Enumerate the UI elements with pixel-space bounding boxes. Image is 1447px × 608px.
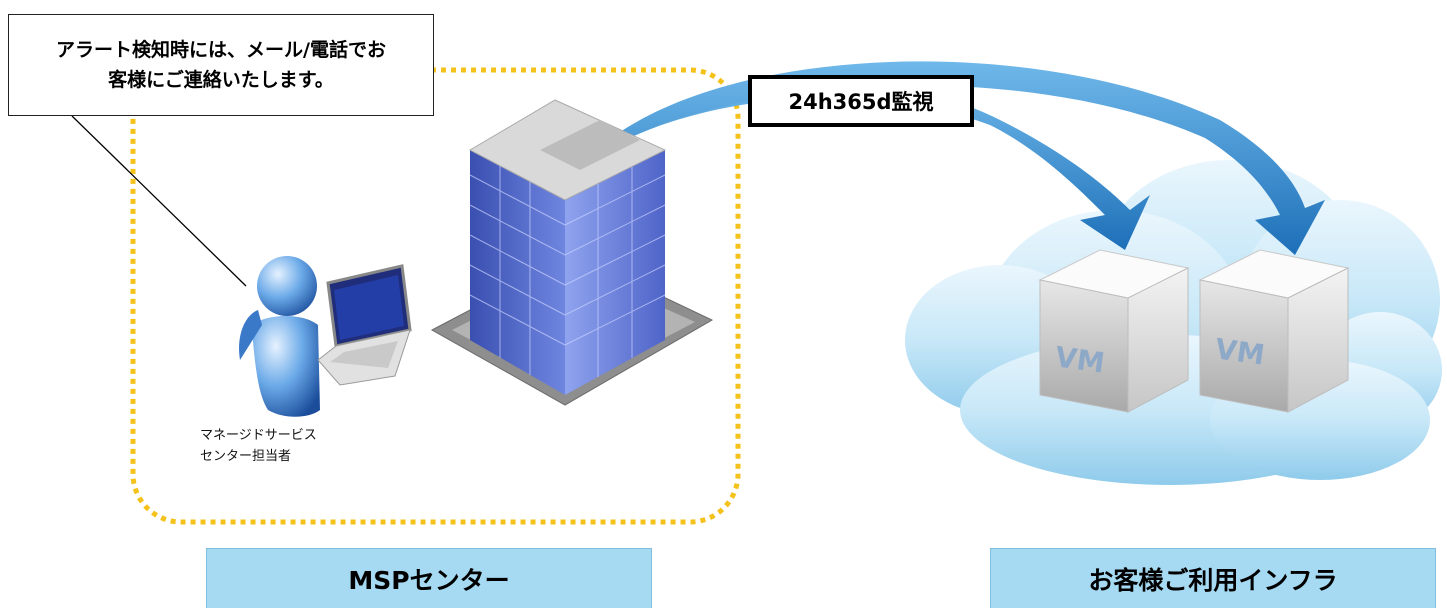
callout-pointer-line bbox=[71, 115, 247, 287]
monitoring-label: 24h365d監視 bbox=[788, 90, 934, 114]
staff-label-line-1: マネージドサービス bbox=[200, 428, 317, 443]
msp-region-border bbox=[130, 67, 741, 525]
laptop-icon bbox=[317, 264, 412, 386]
staff-label-line-2: センター担当者 bbox=[200, 449, 292, 464]
customer-infra-panel: お客様ご利用インフラ bbox=[990, 548, 1436, 608]
vm-label: VM bbox=[1213, 332, 1267, 372]
vm-label: VM bbox=[1053, 340, 1107, 380]
staff-label: マネージドサービス センター担当者 bbox=[200, 425, 400, 467]
customer-infra-label: お客様ご利用インフラ bbox=[1088, 565, 1338, 595]
vm-server-icon bbox=[1038, 249, 1190, 413]
staff-person-icon bbox=[239, 256, 320, 417]
callout-line-2: 客様にご連絡いたします。 bbox=[108, 69, 334, 91]
msp-center-label: MSPセンター bbox=[348, 565, 510, 595]
monitor-arrow-icon bbox=[620, 61, 1325, 255]
vm-server-icon bbox=[1198, 249, 1350, 413]
callout-line-1: アラート検知時には、メール/電話でお bbox=[56, 39, 386, 61]
building-icon bbox=[430, 99, 714, 406]
alert-callout: アラート検知時には、メール/電話でお 客様にご連絡いたします。 bbox=[8, 14, 434, 116]
msp-center-panel: MSPセンター bbox=[206, 548, 652, 608]
monitoring-label-box: 24h365d監視 bbox=[748, 75, 974, 127]
